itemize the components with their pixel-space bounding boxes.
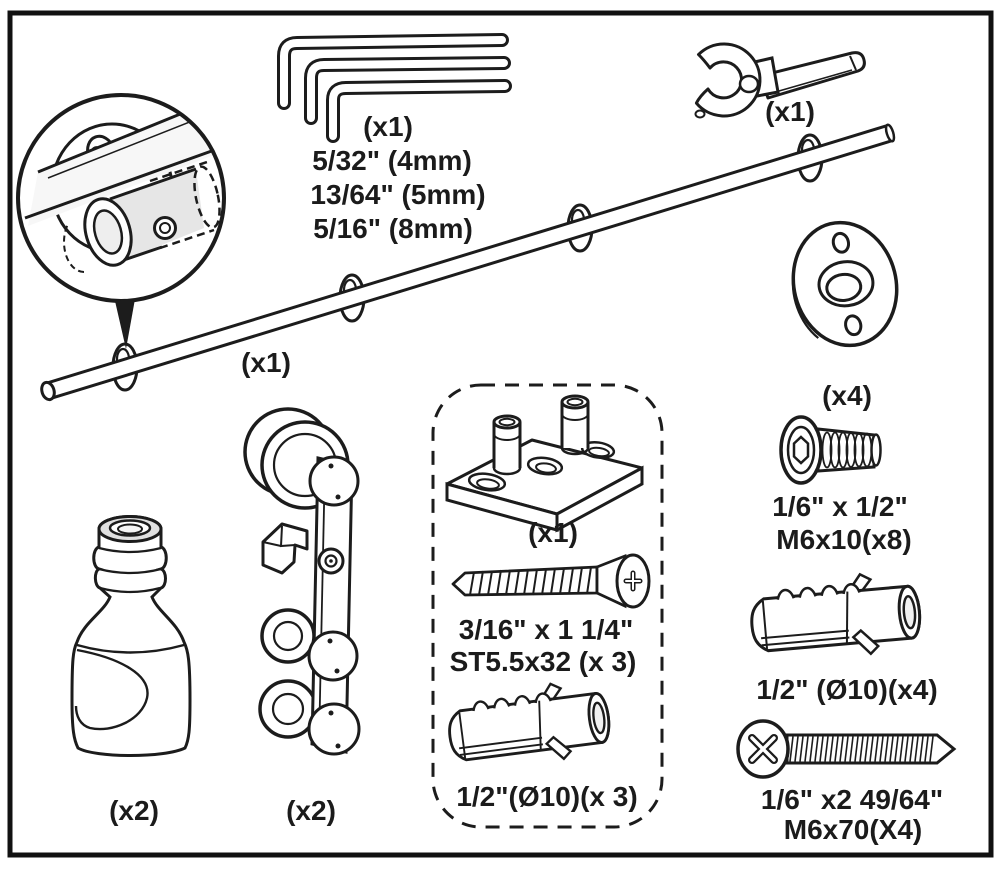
mounting-screw-spec-label: M6x70(X4) <box>783 814 923 845</box>
guide-screw-size-label: 3/16" x 1 1/4" <box>458 614 634 645</box>
phillips-cross-icon <box>748 734 778 764</box>
wall-anchor-icon <box>746 568 925 666</box>
callout-pointer <box>115 299 135 349</box>
phillips-cross-icon <box>623 570 643 592</box>
door-stopper-qty-label: (x2) <box>109 795 159 826</box>
guide-post-icon <box>560 394 590 456</box>
rail-qty-label: (x1) <box>241 347 291 378</box>
rail-icon <box>40 123 896 402</box>
rail-detail-callout <box>16 93 226 349</box>
wrench-icon <box>694 42 866 119</box>
floor-guide-icon <box>445 394 644 533</box>
wall-spacer-icon <box>791 220 899 348</box>
wall-anchor-size-label: 1/2" (Ø10)(x4) <box>756 674 938 705</box>
floor-guide-kit-box <box>431 383 664 829</box>
diagram-frame <box>7 10 994 858</box>
floor-guide-qty-label: (x1) <box>528 517 578 548</box>
allen-size-2-label: 13/64" (5mm) <box>310 179 486 210</box>
bolt-size-label: 1/6" x 1/2" <box>772 491 908 522</box>
bolt-spec-label: M6x10(x8) <box>776 524 912 555</box>
door-stopper-icon <box>70 515 192 757</box>
wrench-qty-label: (x1) <box>765 96 815 127</box>
allen-set-qty-label: (x1) <box>363 111 413 142</box>
mounting-screw-size-label: 1/6" x2 49/64" <box>760 784 944 815</box>
connecting-bolt-icon <box>779 415 882 485</box>
roller-hanger-qty-label: (x2) <box>286 795 336 826</box>
guide-screw-spec-label: ST5.5x32 (x 3) <box>449 646 637 677</box>
allen-size-3-label: 5/16" (8mm) <box>313 213 473 244</box>
anti-jump-bracket-icon <box>261 522 309 575</box>
guide-anchor-size-label: 1/2"(Ø10)(x 3) <box>456 781 638 812</box>
guide-screw-icon <box>451 553 651 609</box>
allen-wrench-set-icon <box>277 33 512 143</box>
wall-spacer-qty-label: (x4) <box>822 380 872 411</box>
allen-size-1-label: 5/32" (4mm) <box>312 145 472 176</box>
guide-anchor-icon <box>443 675 615 775</box>
roller-hanger-icon <box>243 407 361 756</box>
mounting-screw-icon <box>736 719 957 779</box>
guide-post-icon <box>492 414 522 476</box>
